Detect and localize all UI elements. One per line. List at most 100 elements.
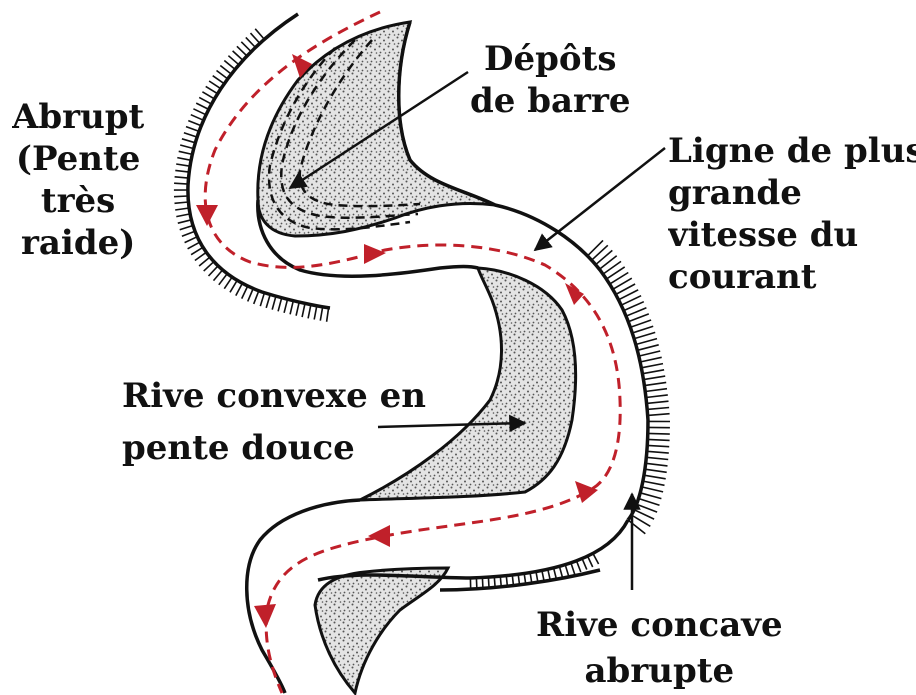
hatch-tick: [230, 280, 237, 292]
hatch-tick: [180, 145, 194, 149]
hatch-tick: [482, 578, 483, 590]
hatch-tick: [290, 301, 293, 315]
label-rive-concave-line-2: abrupte: [536, 648, 783, 694]
hatch-tick: [494, 577, 495, 589]
hatch-tick: [639, 499, 660, 506]
hatch-tick: [327, 308, 329, 322]
hatch-tick: [643, 370, 665, 374]
hatch-tick: [224, 277, 232, 289]
label-rive-convexe-line-2: pente douce: [122, 422, 426, 474]
hatch-tick: [224, 61, 235, 70]
label-ligne: Ligne de plus grande vitesse du courant: [668, 130, 916, 298]
arrow-ligne: [535, 148, 665, 250]
hatch-tick: [647, 445, 669, 446]
hatch-tick: [642, 487, 663, 492]
hatch-tick: [302, 303, 305, 317]
hatch-tick: [191, 247, 203, 254]
hatch-tick: [175, 170, 189, 172]
hatch-tick: [204, 262, 214, 272]
hatch-tick: [272, 296, 276, 309]
hatch-tick: [185, 237, 198, 243]
label-rive-convexe: Rive convexe en pente douce: [122, 370, 426, 474]
hatch-tick: [176, 214, 190, 217]
hatch-tick: [314, 306, 317, 320]
hatch-tick: [640, 357, 662, 362]
label-ligne-line-2: grande: [668, 172, 916, 214]
hatch-tick: [641, 364, 663, 368]
label-depots: Dépôts de barre: [470, 38, 631, 122]
hatch-tick: [193, 109, 206, 115]
hatch-tick: [644, 382, 666, 385]
hatch-tick: [640, 493, 661, 499]
hatch-tick: [634, 332, 655, 338]
point-bar-lower: [315, 568, 448, 693]
label-ligne-line-1: Ligne de plus: [668, 130, 916, 172]
hatch-tick: [559, 566, 562, 578]
hatch-tick: [603, 261, 621, 274]
label-abrupt: Abrupt (Pente très raide): [12, 96, 144, 272]
hatch-tick: [191, 115, 204, 121]
hatch-tick: [186, 127, 199, 132]
hatch-tick: [488, 577, 489, 589]
flow-arrow-6: [368, 525, 390, 547]
hatch-tick: [233, 51, 243, 61]
hatch-tick: [195, 252, 206, 260]
hatch-tick: [178, 220, 192, 223]
hatch-tick: [184, 133, 197, 137]
hatch-tick: [248, 289, 254, 302]
hatch-tick: [647, 408, 669, 410]
hatch-tick: [199, 97, 211, 104]
label-abrupt-line-2: (Pente: [12, 138, 144, 180]
hatch-tick: [260, 293, 264, 306]
hatch-tick: [582, 559, 587, 570]
hatch-tick: [592, 245, 608, 260]
hatch-tick: [175, 202, 189, 203]
hatch-tick: [648, 439, 670, 440]
hatch-tick: [214, 270, 223, 281]
hatch-tick: [296, 302, 299, 316]
hatch-tick: [648, 414, 670, 416]
hatch-tick: [217, 71, 228, 79]
hatch-tick: [206, 86, 218, 93]
hatch-tick: [588, 240, 604, 256]
hatch-tick: [182, 139, 196, 143]
hatch-tick: [196, 103, 209, 109]
hatch-tick: [174, 196, 188, 197]
hatch-tick: [202, 92, 214, 99]
hatch-tick: [639, 351, 660, 356]
hatch-tick: [476, 578, 477, 590]
hatch-tick: [237, 46, 247, 56]
hatch-tick: [646, 457, 668, 459]
hatch-tick: [278, 298, 282, 312]
hatch-tick: [251, 33, 260, 43]
label-rive-concave-line-1: Rive concave: [536, 602, 783, 648]
hatch-tick: [565, 565, 569, 576]
label-ligne-line-4: courant: [668, 256, 916, 298]
flow-arrow-5: [575, 481, 598, 503]
hatch-tick: [588, 556, 593, 567]
hatch-tick: [600, 256, 617, 270]
flow-arrow-2: [196, 205, 218, 226]
hatch-tick: [242, 286, 248, 299]
hatch-tick: [246, 37, 256, 47]
hatch-tick: [630, 320, 651, 327]
hatch-tick: [593, 553, 599, 564]
label-abrupt-line-1: Abrupt: [12, 96, 144, 138]
hatch-tick: [176, 164, 190, 166]
hatch-tick: [174, 183, 188, 184]
hatch-tick: [266, 295, 270, 308]
hatch-tick: [199, 257, 210, 266]
label-ligne-line-3: vitesse du: [668, 214, 916, 256]
hatch-tick: [180, 226, 193, 230]
hatch-tick: [637, 504, 658, 512]
hatch-tick: [647, 401, 669, 403]
hatch-tick: [188, 121, 201, 126]
label-rive-convexe-line-1: Rive convexe en: [122, 370, 426, 422]
flow-arrow-3: [364, 244, 386, 264]
flow-arrow-7: [254, 604, 276, 628]
hatch-tick: [236, 283, 243, 295]
hatch-tick: [219, 274, 228, 285]
hatch-tick: [188, 242, 200, 249]
label-rive-concave: Rive concave abrupte: [536, 602, 783, 694]
